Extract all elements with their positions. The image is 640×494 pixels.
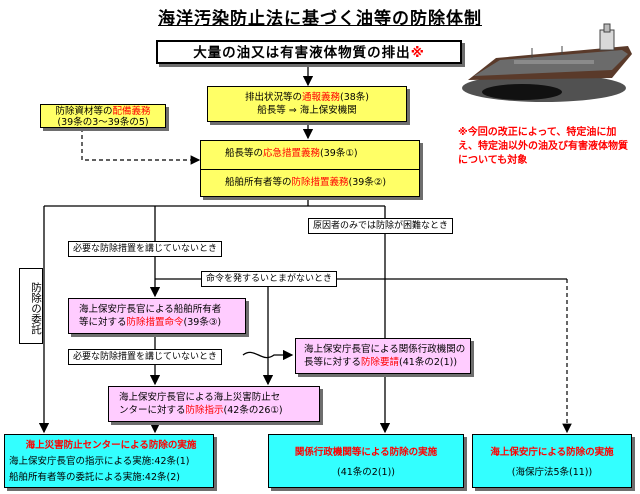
center-implementation-box: 海上災害防止センターによる防除の実施 海上保安庁長官の指示による実施:42条(1… xyxy=(4,434,214,488)
revision-note: ※今回の改正によって、特定油に加え、特定油以外の油及び有害液体物質についても対象 xyxy=(458,127,628,166)
condition-no-time: 命令を発するいとまがないとき xyxy=(201,271,338,287)
page-title: 海洋汚染防止法に基づく油等の防除体制 xyxy=(158,9,482,29)
arrow-to-request xyxy=(242,349,294,361)
response-duty-group: 船長等の応急措置義務(39条①) 船舶所有者等の防除措置義務(39条②) xyxy=(200,140,420,197)
dashed-materials-to-emergency xyxy=(81,128,201,165)
owner-duty-box: 船舶所有者等の防除措置義務(39条②) xyxy=(225,177,387,188)
agency-implementation-box: 関係行政機関等による防除の実施 (41条の2(1)) xyxy=(268,434,464,488)
oil-tanker-illustration xyxy=(462,23,632,102)
discharge-banner: 大量の油又は有害液体物質の排出※ xyxy=(156,40,462,64)
emergency-duty-box: 船長等の応急措置義務(39条①) xyxy=(201,141,419,170)
prevention-instruction-box: 海上保安庁長官による海上災害防止セ ンターに対する防除指示(42条の26①) xyxy=(108,386,320,422)
materials-duty-box: 防除資材等の配備義務 (39条の3～39条の5) xyxy=(40,104,166,128)
prevention-request-box: 海上保安庁長官による関係行政機関の 長等に対する防除要請(41条の2(1)) xyxy=(295,338,471,374)
prevention-order-box: 海上保安庁長官による船舶所有者 等に対する防除措置命令(39条③) xyxy=(68,298,246,334)
notification-duty-box: 排出状況等の通報義務(38条) 船長等 ⇒ 海上保安機関 xyxy=(207,86,407,122)
banner-mark: ※ xyxy=(410,45,425,61)
condition-hard-to-prevent: 原因者のみでは防除が困難なとき xyxy=(308,218,454,234)
condition-not-taken-1: 必要な防除措置を講じていないとき xyxy=(68,241,223,257)
coastguard-implementation-box: 海上保安庁による防除の実施 (海保庁法5条(11)) xyxy=(472,434,632,488)
condition-not-taken-2: 必要な防除措置を講じていないとき xyxy=(68,349,223,365)
delegation-label: 防除の委託 xyxy=(19,268,43,344)
banner-text: 大量の油又は有害液体物質の排出 xyxy=(193,45,411,61)
